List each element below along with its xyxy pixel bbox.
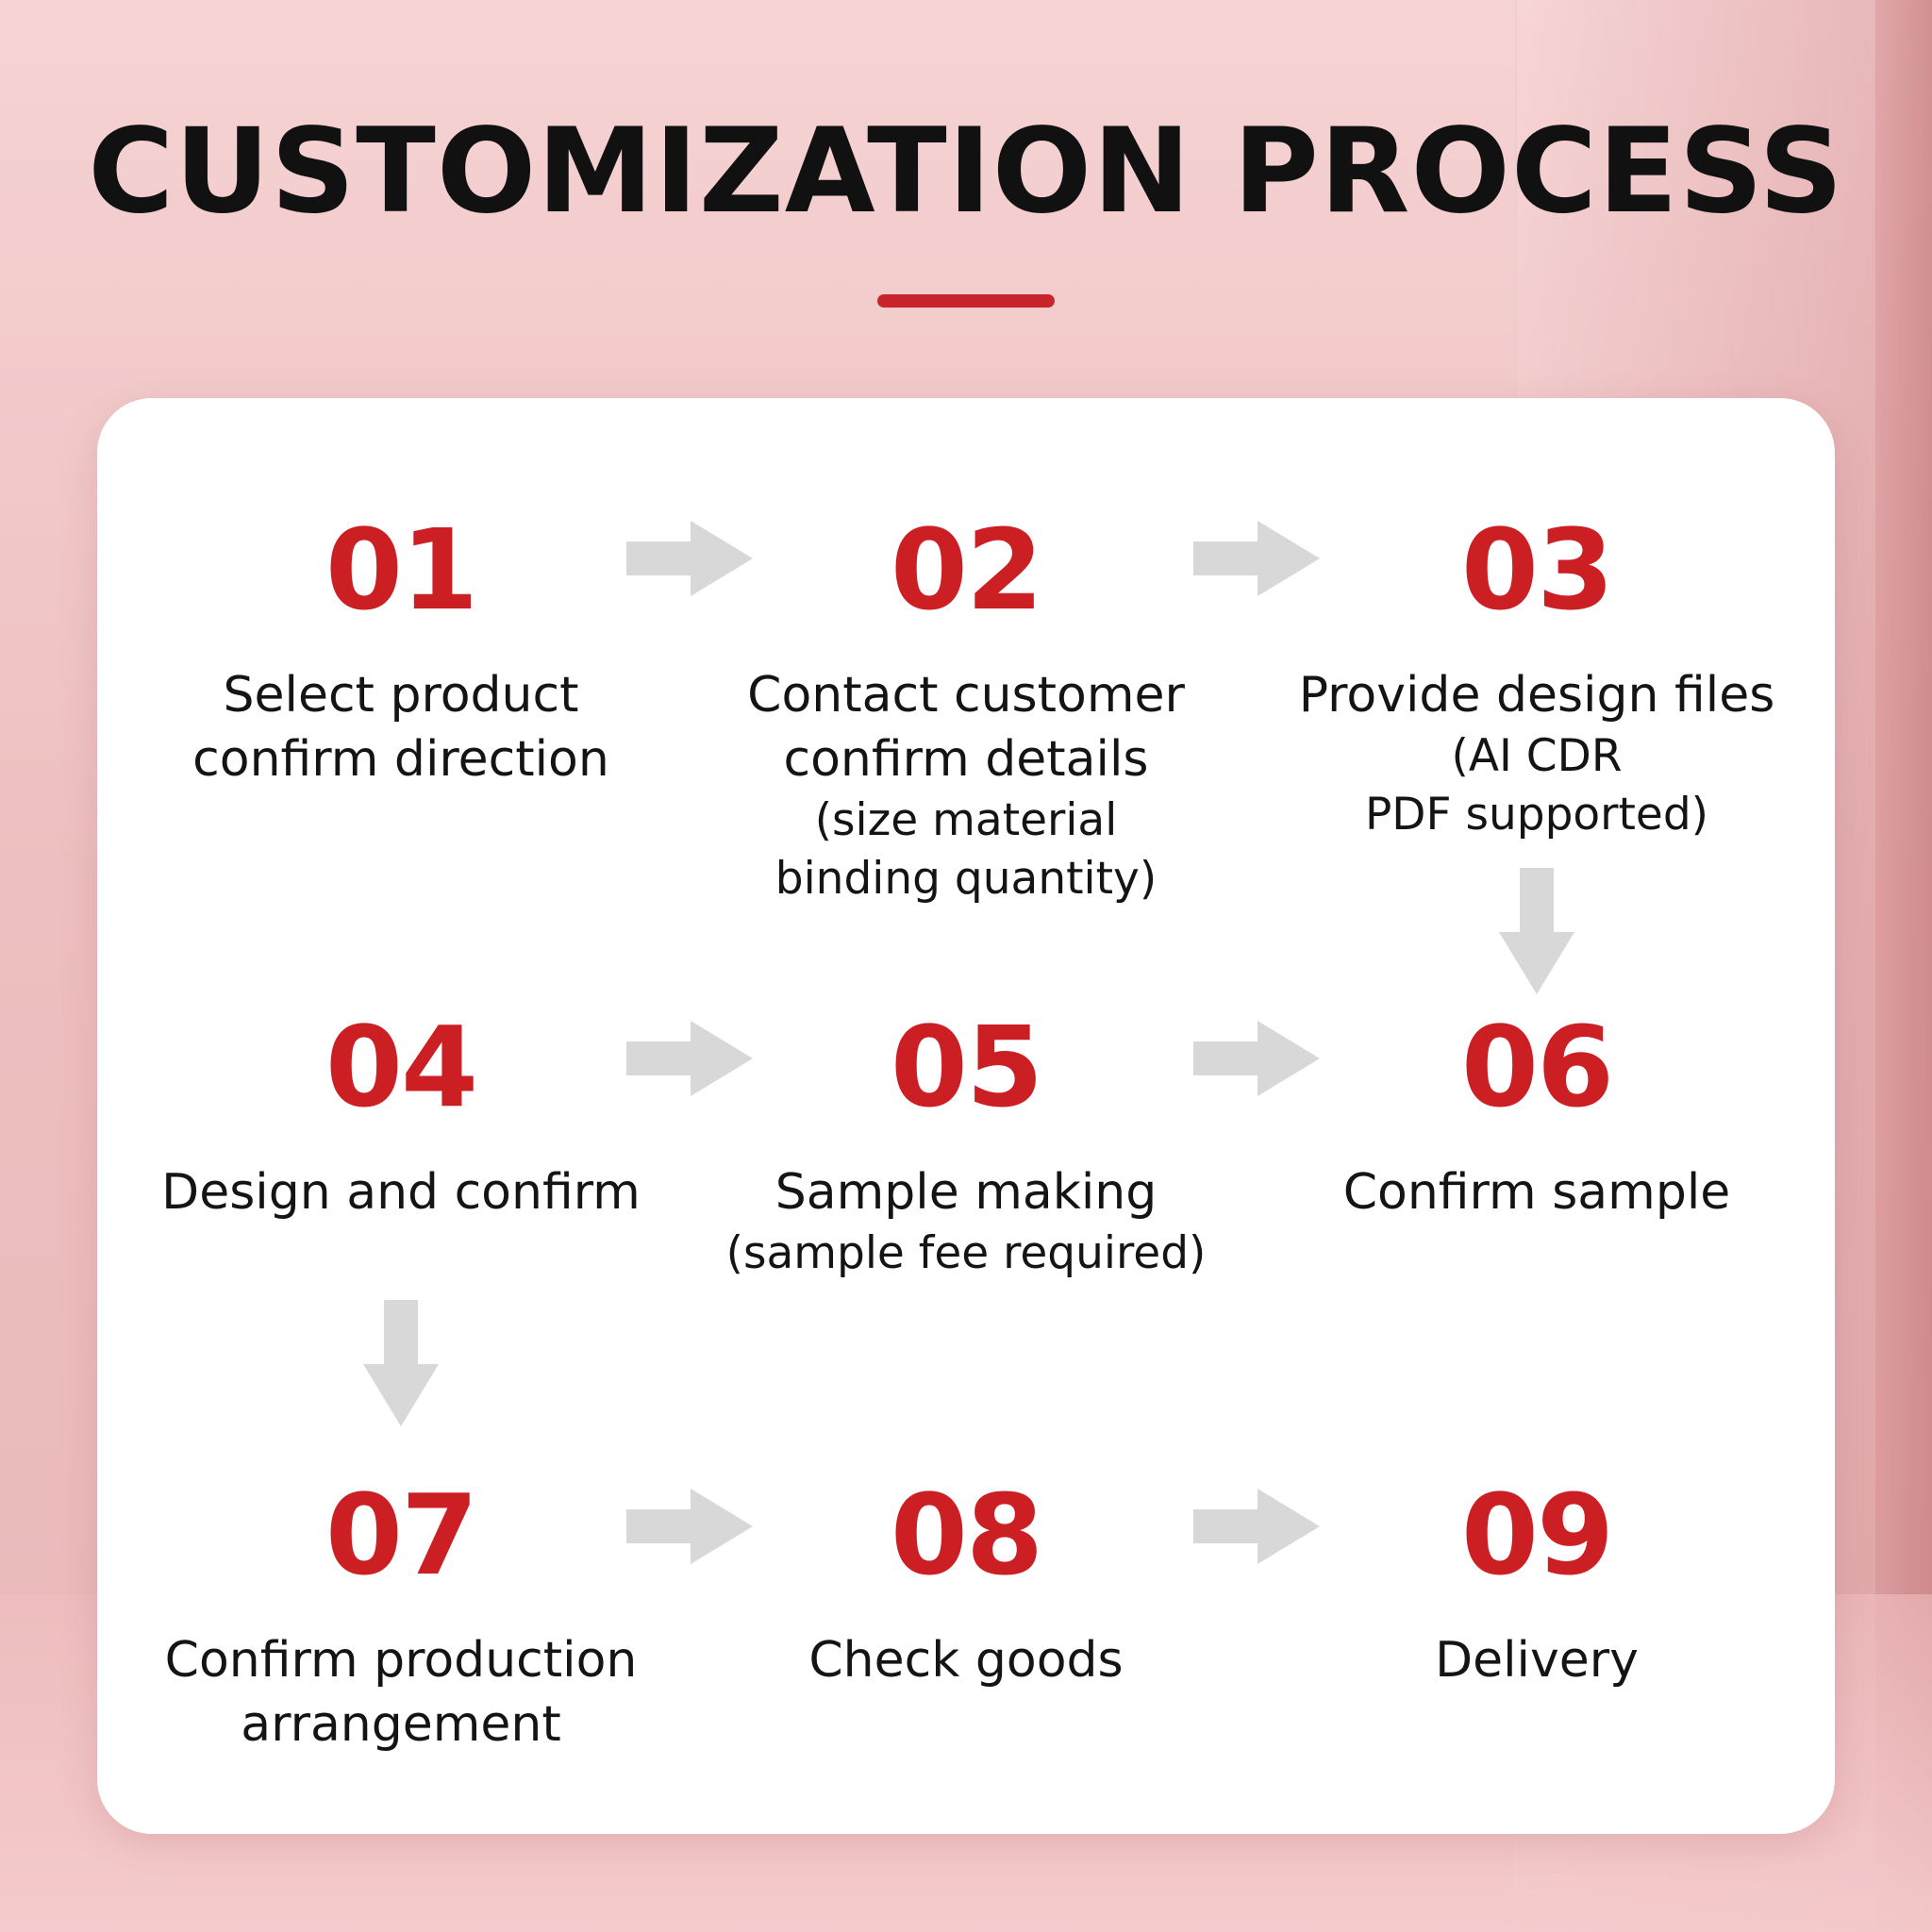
step-number: 02: [890, 505, 1043, 635]
step-03: 03 Provide design files (AI CDR PDF supp…: [1273, 514, 1801, 844]
step-number: 05: [890, 1002, 1043, 1132]
step-label-line2: confirm direction: [192, 731, 609, 788]
step-04: 04 Design and confirm: [137, 1011, 665, 1224]
step-number: 04: [325, 1002, 478, 1132]
page-title: CUSTOMIZATION PROCESS: [88, 104, 1844, 240]
step-label: Select product: [223, 667, 579, 724]
step-number: 09: [1460, 1470, 1614, 1600]
step-02: 02 Contact customer confirm details (siz…: [702, 514, 1230, 908]
step-label-line2: confirm details: [783, 731, 1149, 788]
step-note-line2: PDF supported): [1364, 789, 1709, 841]
title-underline: [877, 294, 1055, 308]
step-number: 07: [325, 1470, 478, 1600]
arrow-right-icon: [626, 1021, 753, 1096]
step-number: 06: [1460, 1002, 1614, 1132]
step-note: (size material: [814, 794, 1118, 846]
arrow-right-icon: [626, 521, 753, 596]
step-label: Contact customer: [747, 667, 1185, 724]
arrow-right-icon: [1193, 521, 1320, 596]
step-label: Delivery: [1435, 1632, 1639, 1689]
step-label: Confirm sample: [1342, 1164, 1731, 1221]
step-09: 09 Delivery: [1273, 1479, 1801, 1692]
step-number: 03: [1460, 505, 1614, 635]
step-08: 08 Check goods: [702, 1479, 1230, 1692]
step-label: Confirm production: [164, 1632, 638, 1689]
arrow-right-icon: [1193, 1489, 1320, 1564]
step-01: 01 Select product confirm direction: [137, 514, 665, 791]
step-note: (sample fee required): [725, 1227, 1207, 1279]
step-label: Sample making: [774, 1164, 1158, 1221]
step-06: 06 Confirm sample: [1273, 1011, 1801, 1224]
step-05: 05 Sample making (sample fee required): [702, 1011, 1230, 1283]
arrow-right-icon: [1193, 1021, 1320, 1096]
step-number: 01: [325, 505, 478, 635]
arrow-right-icon: [626, 1489, 753, 1564]
arrow-down-icon: [363, 1300, 439, 1426]
step-number: 08: [890, 1470, 1043, 1600]
step-07: 07 Confirm production arrangement: [137, 1479, 665, 1757]
step-note: (AI CDR: [1451, 730, 1623, 782]
step-label-line2: arrangement: [241, 1696, 561, 1753]
process-card: [97, 398, 1835, 1834]
arrow-down-icon: [1499, 868, 1574, 994]
step-label: Check goods: [808, 1632, 1124, 1689]
step-note-line2: binding quantity): [774, 853, 1158, 905]
step-label: Design and confirm: [161, 1164, 641, 1221]
step-label: Provide design files: [1298, 667, 1775, 724]
